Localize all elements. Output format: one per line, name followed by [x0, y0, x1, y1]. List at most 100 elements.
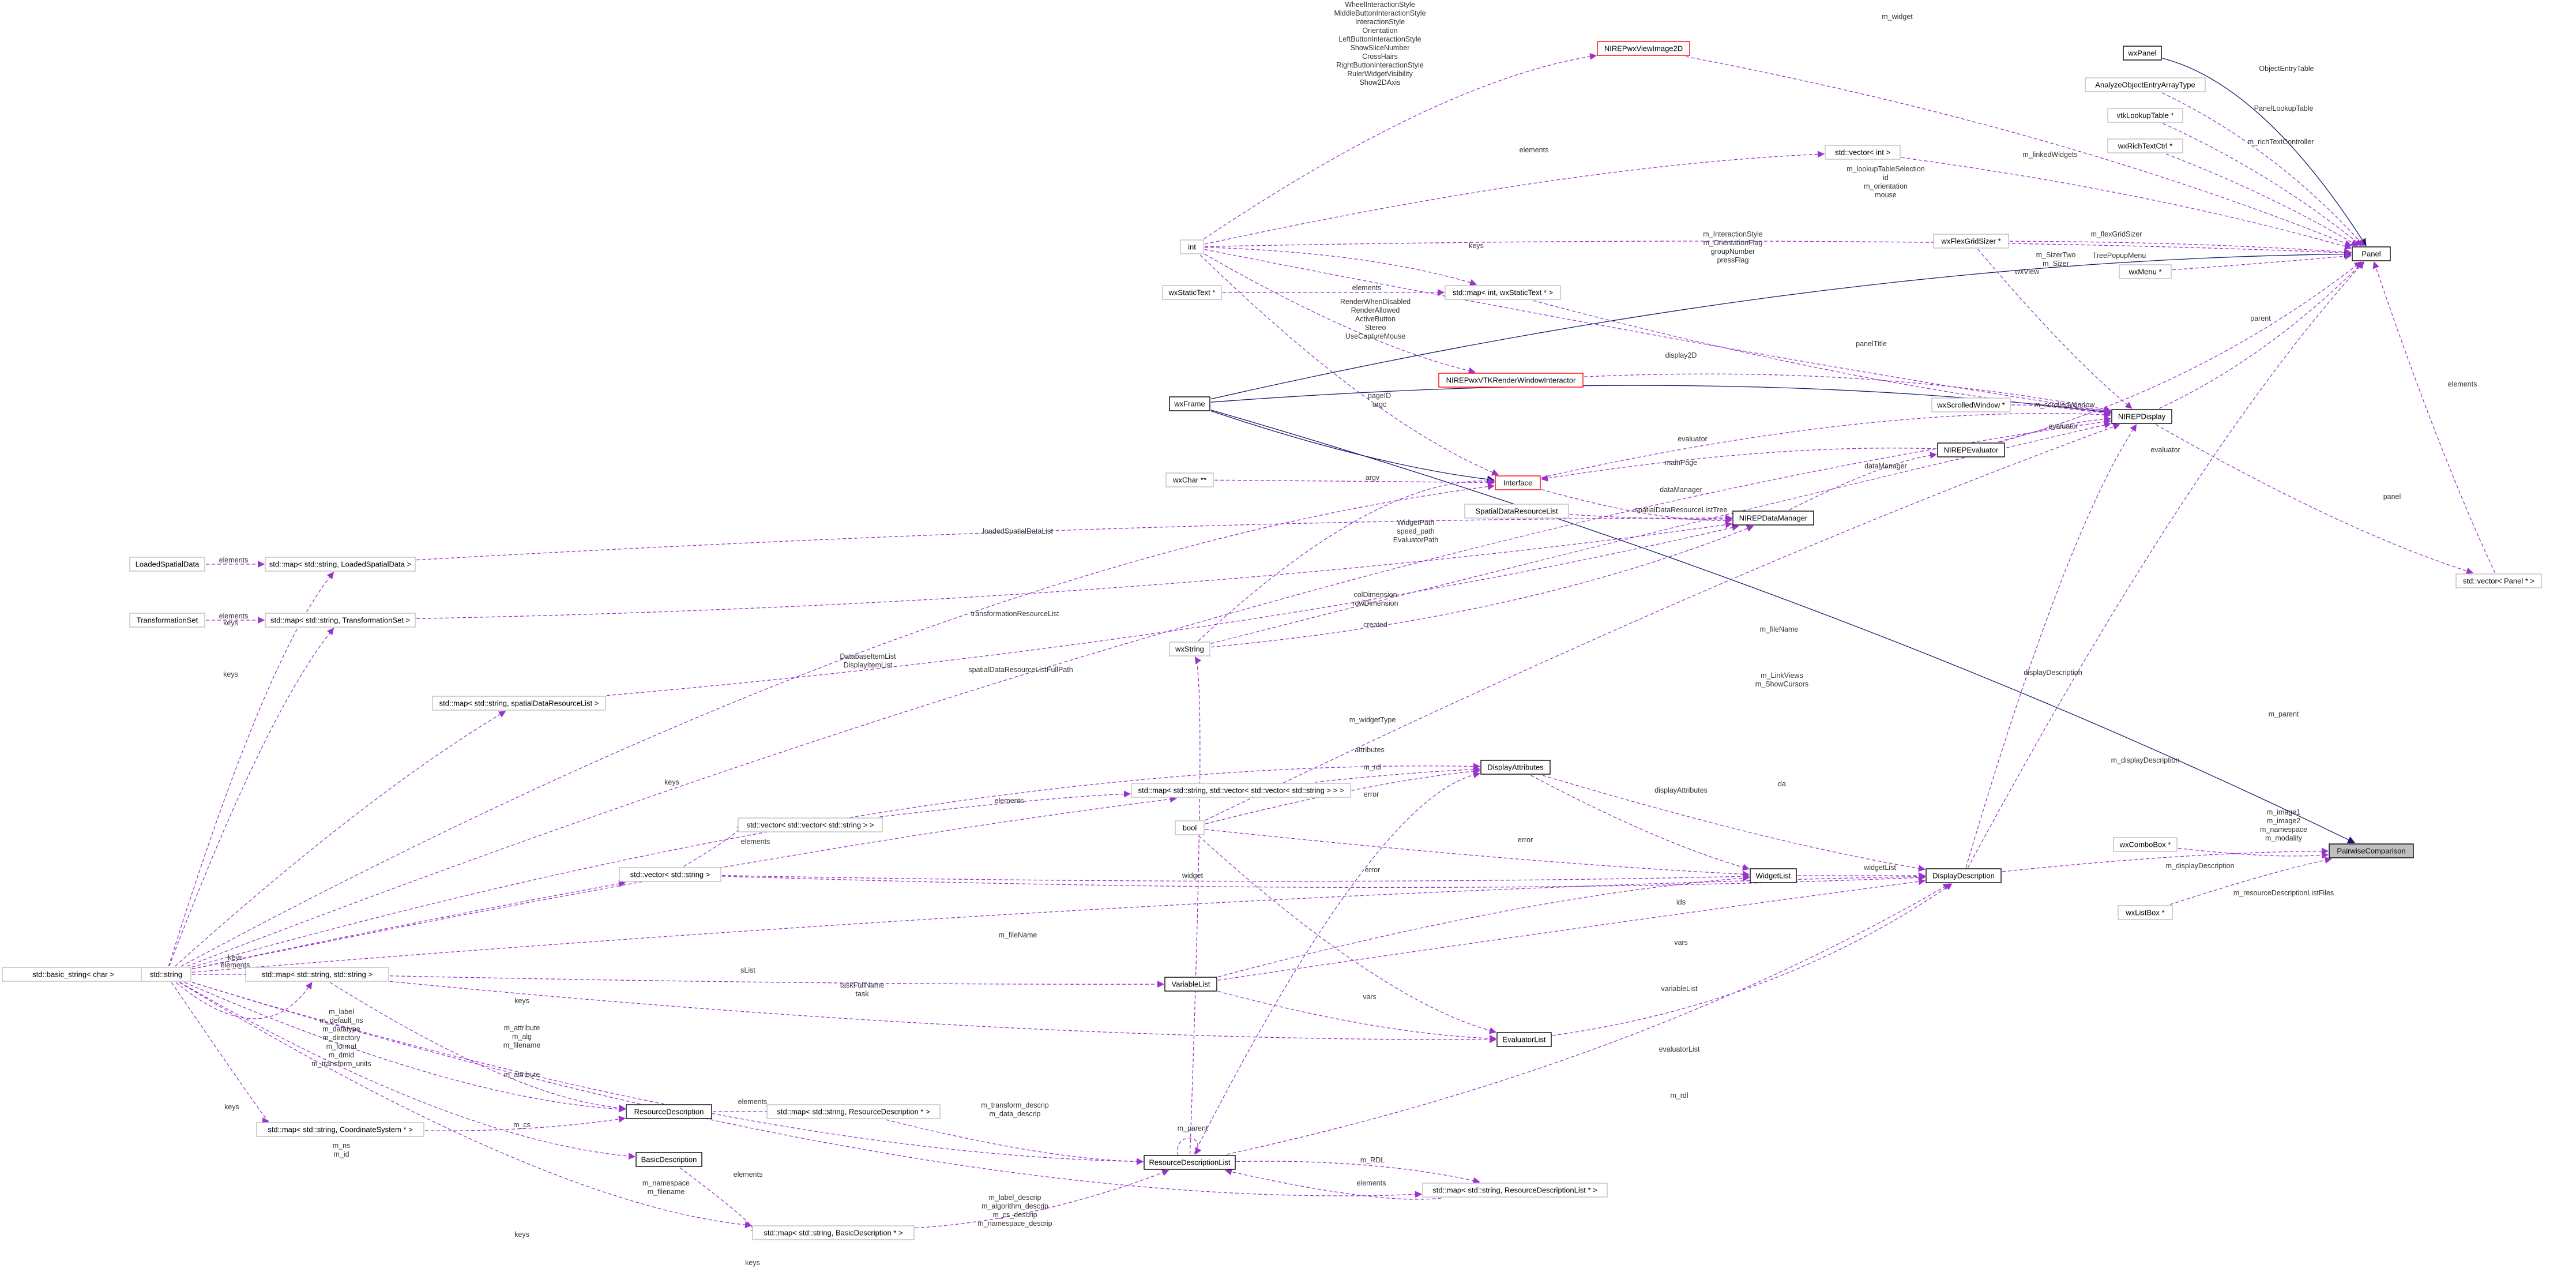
- class-node-basic-string[interactable]: std::basic_string< char >: [2, 967, 145, 982]
- class-node-displaydescription[interactable]: DisplayDescription: [1926, 868, 2002, 883]
- usage-edge-string-to-map_loadedspatialdata: [168, 572, 334, 967]
- class-node-box: [1169, 396, 1210, 411]
- class-node-map-basicdescription[interactable]: std::map< std::string, BasicDescription …: [752, 1225, 915, 1240]
- class-node-map-coordinatesystem[interactable]: std::map< std::string, CoordinateSystem …: [256, 1122, 424, 1137]
- class-node-nirepwxviewimage2d[interactable]: NIREPwxViewImage2D: [1597, 41, 1690, 56]
- usage-edge-wxflexgridsizer-to-nirepdisplay: [1977, 249, 2133, 409]
- class-node-label: std::string: [150, 970, 182, 979]
- class-node-nirepevaluator[interactable]: NIREPEvaluator: [1937, 442, 2005, 457]
- class-node-wxflexgridsizer[interactable]: wxFlexGridSizer *: [1933, 234, 2009, 249]
- class-node-panel[interactable]: Panel: [2352, 246, 2391, 261]
- class-node-wxpanel[interactable]: wxPanel: [2123, 46, 2162, 61]
- class-node-map-string-string[interactable]: std::map< std::string, std::string >: [245, 967, 389, 982]
- edge-label-display2d: display2D: [1665, 351, 1697, 359]
- usage-edge-variablelist-to-widgetlist: [1217, 875, 1750, 978]
- class-node-spatialdataresourcelist[interactable]: SpatialDataResourceList: [1464, 504, 1569, 519]
- class-node-map-int-wxstatictext[interactable]: std::map< int, wxStaticText * >: [1445, 285, 1561, 300]
- class-node-box: [2123, 46, 2162, 61]
- class-node-variablelist[interactable]: VariableList: [1164, 977, 1217, 992]
- class-node-map-resourcedescription[interactable]: std::map< std::string, ResourceDescripti…: [766, 1104, 941, 1119]
- usage-edge-vector_string-to-vector_vector_string: [683, 823, 744, 867]
- class-node-evaluatorlist[interactable]: EvaluatorList: [1496, 1032, 1552, 1047]
- class-node-vector-panel[interactable]: std::vector< Panel * >: [2455, 573, 2542, 588]
- class-node-box: [2107, 138, 2183, 153]
- class-node-vtklookuptable[interactable]: vtkLookupTable *: [2107, 108, 2183, 123]
- usage-edge-int-to-nirepdisplay: [1204, 249, 2111, 415]
- class-node-wxlistbox[interactable]: wxListBox *: [2118, 905, 2173, 920]
- class-node-wxstring[interactable]: wxString: [1169, 641, 1210, 656]
- usage-edge-bool-to-displayattributes: [1205, 767, 1480, 824]
- usage-edge-string-to-map_resourcedescriptionlist: [191, 982, 1422, 1198]
- edge-label-datamanager-eval: dataManager: [1864, 462, 1907, 470]
- class-node-label: wxPanel: [2127, 49, 2156, 58]
- class-node-label: std::vector< int >: [1835, 148, 1890, 157]
- class-node-loadedspatialdata[interactable]: LoadedSpatialData: [129, 557, 205, 572]
- edge-label-elements-vecpanel: elements: [2448, 380, 2477, 388]
- usage-edge-string-to-displayattributes: [191, 763, 1480, 967]
- class-node-vector-string[interactable]: std::vector< std::string >: [619, 867, 721, 882]
- class-node-map-spatialdataresourcelist[interactable]: std::map< std::string, spatialDataResour…: [432, 696, 606, 711]
- class-node-resourcedescription[interactable]: ResourceDescription: [626, 1104, 712, 1119]
- edge-label-mainpage: mainPage: [1665, 459, 1697, 467]
- usage-edge-displaydescription-to-nirepdisplay: [1965, 424, 2137, 868]
- usage-edge-displayattributes-to-widgetlist: [1530, 775, 1750, 871]
- usage-edge-displayattributes-to-displaydescription: [1542, 775, 1926, 872]
- class-node-box: [265, 613, 416, 628]
- class-node-wxchar[interactable]: wxChar **: [1165, 472, 1214, 487]
- class-node-pairwisecomparison[interactable]: PairwiseComparison: [2329, 843, 2414, 858]
- edge-label-displayattributes: displayAttributes: [1654, 786, 1708, 794]
- class-node-box: [1931, 397, 2011, 412]
- class-node-label: ResourceDescriptionList: [1149, 1158, 1231, 1167]
- edge-label-argv: argv: [1366, 474, 1380, 482]
- class-node-nirepdatamanager[interactable]: NIREPDataManager: [1732, 511, 1814, 526]
- class-node-wxmenu[interactable]: wxMenu *: [2119, 264, 2172, 279]
- class-node-label: DisplayAttributes: [1487, 763, 1544, 772]
- usage-edge-string-to-resourcedescription: [184, 982, 626, 1113]
- usage-edge-map_int_wxstatictext-to-nirepdisplay: [1533, 300, 2111, 417]
- class-node-box: [1438, 373, 1584, 388]
- class-node-box: [2, 967, 145, 982]
- class-node-map-vector-vector[interactable]: std::map< std::string, std::vector< std:…: [1131, 783, 1351, 798]
- class-node-bool[interactable]: bool: [1175, 820, 1205, 835]
- class-node-label: std::map< std::string, TransformationSet…: [270, 616, 410, 625]
- class-node-vector-vector-string[interactable]: std::vector< std::vector< std::string > …: [738, 817, 883, 832]
- class-node-vector-int[interactable]: std::vector< int >: [1825, 145, 1901, 160]
- class-node-widgetlist[interactable]: WidgetList: [1750, 868, 1797, 883]
- usage-edge-map_spatialdataresourcelist-to-nirepdatamanager: [606, 524, 1739, 696]
- class-node-box: [1480, 760, 1551, 775]
- usage-edge-variablelist-to-displaydescription: [1217, 878, 1926, 981]
- class-node-interface[interactable]: Interface: [1495, 475, 1541, 490]
- class-node-wxstatictext[interactable]: wxStaticText *: [1162, 285, 1222, 300]
- class-node-box: [1933, 234, 2009, 249]
- class-node-resourcedescriptionlist[interactable]: ResourceDescriptionList: [1144, 1155, 1236, 1170]
- class-node-int[interactable]: int: [1180, 239, 1204, 254]
- class-node-basicdescription[interactable]: BasicDescription: [635, 1152, 702, 1167]
- class-node-wxframe[interactable]: wxFrame: [1169, 396, 1210, 411]
- class-node-string[interactable]: std::string: [141, 967, 191, 982]
- class-node-map-resourcedescriptionlist[interactable]: std::map< std::string, ResourceDescripti…: [1422, 1183, 1608, 1198]
- class-node-wxscrolledwindow[interactable]: wxScrolledWindow *: [1931, 397, 2011, 412]
- class-node-displayattributes[interactable]: DisplayAttributes: [1480, 760, 1551, 775]
- edge-label-transformationresourcelist: transformationResourceList: [971, 610, 1059, 618]
- class-node-map-transformationset[interactable]: std::map< std::string, TransformationSet…: [265, 613, 416, 628]
- edge-label-m-linkedwidgets: m_linkedWidgets: [2022, 151, 2077, 159]
- edge-label-keys-ts: keys: [223, 670, 238, 678]
- edge-label-m-parent: m_parent: [2269, 710, 2299, 718]
- edge-label-m-widgettype: m_widgetType: [1349, 716, 1396, 724]
- class-node-nirepdisplay[interactable]: NIREPDisplay: [2111, 409, 2172, 424]
- class-node-nirepwxvtkrenderwindowinteractor[interactable]: NIREPwxVTKRenderWindowInteractor: [1438, 373, 1584, 388]
- class-node-box: [1732, 511, 1814, 526]
- class-node-wxcombobox[interactable]: wxComboBox *: [2113, 837, 2178, 852]
- class-node-transformationset[interactable]: TransformationSet: [129, 613, 205, 628]
- class-node-map-loadedspatialdata[interactable]: std::map< std::string, LoadedSpatialData…: [265, 557, 416, 572]
- edge-label-m-attribute: m_attribute: [504, 1071, 540, 1079]
- class-node-wxrichtextctrl[interactable]: wxRichTextCtrl *: [2107, 138, 2183, 153]
- usage-edge-wxstring-to-nirepdatamanager: [1210, 525, 1754, 648]
- class-node-analyzeobjectentryarraytype[interactable]: AnalyzeObjectEntryArrayType: [2085, 77, 2206, 92]
- usage-edge-wxmenu-to-panel: [2172, 253, 2352, 271]
- usage-edge-analyzeobjectentryarraytype-to-panel: [2162, 92, 2364, 246]
